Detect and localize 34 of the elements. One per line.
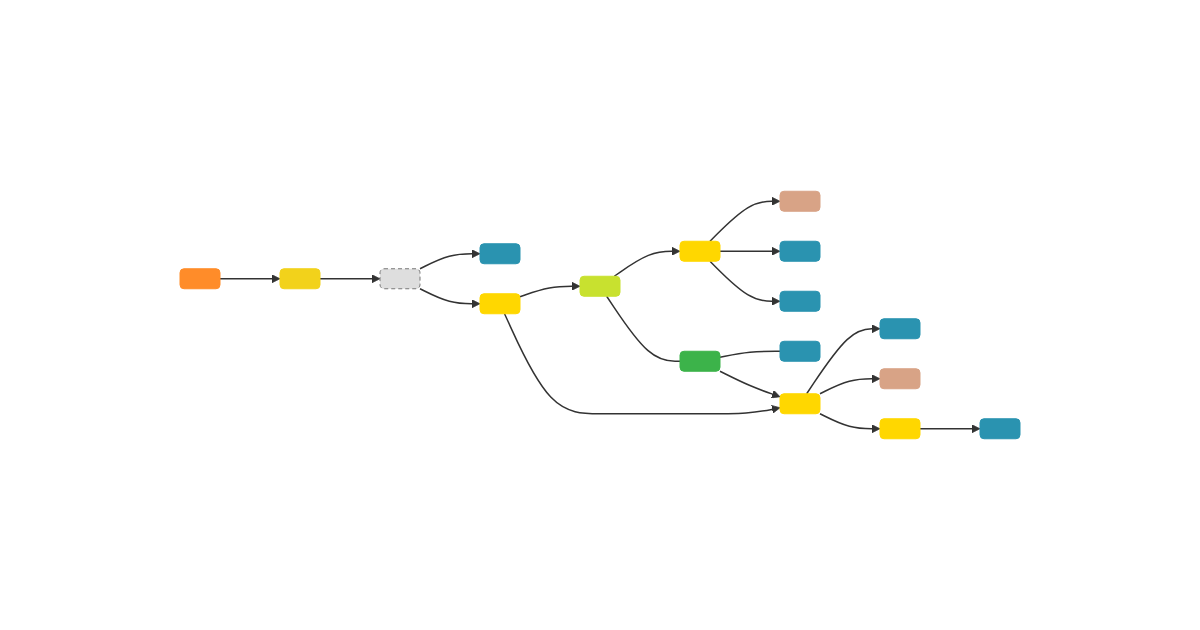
arrow	[709, 260, 781, 306]
node-box	[779, 340, 821, 362]
arrow	[319, 274, 381, 284]
arrow	[419, 288, 481, 309]
arrow	[613, 246, 681, 277]
node-box	[979, 418, 1021, 440]
connector	[605, 295, 681, 362]
arrow	[719, 370, 781, 399]
arrow	[819, 413, 881, 434]
arrow	[219, 274, 281, 284]
node-box	[579, 275, 621, 297]
node-box	[779, 290, 821, 312]
node-box	[279, 268, 321, 290]
node-box	[479, 243, 521, 265]
arrow	[719, 246, 781, 256]
node-box	[779, 240, 821, 262]
node-box	[879, 368, 921, 390]
node-box	[679, 350, 721, 372]
node-box	[379, 268, 421, 290]
arrow	[503, 313, 781, 415]
node-box	[479, 293, 521, 315]
node-box	[879, 418, 921, 440]
node-box	[779, 190, 821, 212]
arrow	[709, 196, 781, 242]
arrow	[819, 374, 881, 395]
node-box	[779, 393, 821, 415]
node-box	[679, 240, 721, 262]
node-box	[179, 268, 221, 290]
arrow	[419, 249, 481, 270]
node-box	[879, 318, 921, 340]
arrow	[519, 281, 581, 298]
connector	[719, 350, 781, 358]
arrow	[919, 424, 981, 434]
arrow	[805, 324, 881, 395]
